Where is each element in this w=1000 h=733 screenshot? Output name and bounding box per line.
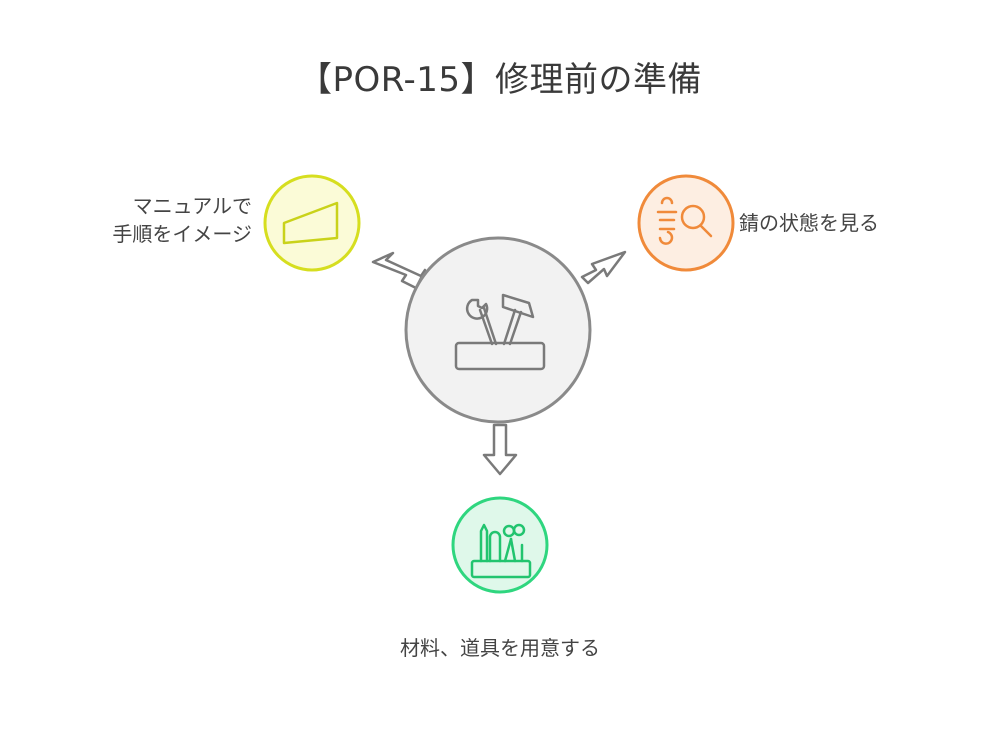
arrow-to-manual	[371, 251, 427, 290]
rust-label: 錆の状態を見る	[739, 209, 879, 237]
page-title: 【POR-15】修理前の準備	[297, 60, 703, 100]
rust-label-line-1: 錆の状態を見る	[739, 211, 879, 235]
tools-holder-icon	[470, 523, 532, 579]
search-icon	[656, 196, 713, 245]
arrow-to-rust	[580, 250, 627, 285]
rust-node	[637, 174, 735, 272]
manual-label: マニュアルで 手順をイメージ	[112, 192, 252, 248]
manual-label-line-2: 手順をイメージ	[112, 222, 252, 246]
tools-node	[451, 496, 549, 594]
manual-node	[263, 174, 361, 272]
tools-label: 材料、道具を用意する	[0, 634, 1000, 662]
arrow-to-tools	[482, 423, 518, 476]
center-node	[404, 236, 592, 424]
manual-label-line-1: マニュアルで	[132, 194, 252, 218]
notepad-icon	[282, 201, 339, 245]
toolbox-icon	[454, 293, 546, 371]
tools-label-line-1: 材料、道具を用意する	[400, 636, 600, 660]
